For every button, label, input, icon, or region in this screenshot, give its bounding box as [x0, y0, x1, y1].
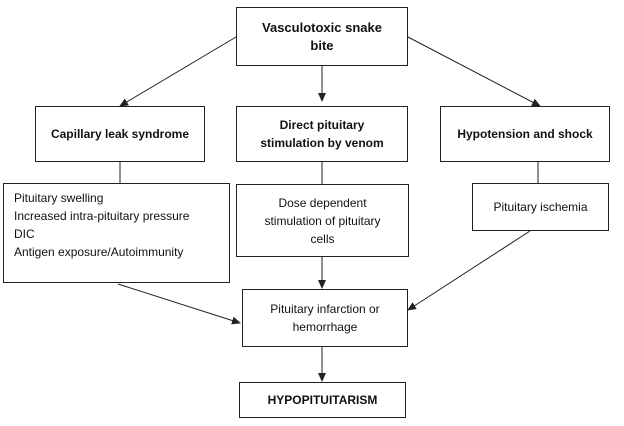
effect-item-autoimmunity: Antigen exposure/Autoimmunity	[14, 245, 184, 259]
node-dose-dependent-line-3: cells	[310, 231, 335, 246]
node-hypopituitarism-label: HYPOPITUITARISM	[267, 393, 378, 407]
arrow-root-to-hypotension	[407, 36, 541, 107]
effect-item-dic: DIC	[14, 227, 35, 241]
node-dose-dependent: Dose dependent stimulation of pituitary …	[236, 184, 409, 257]
arrow-ischemia-to-infarction	[407, 230, 531, 311]
node-infarction-line-1: Pituitary infarction or	[270, 302, 380, 316]
node-hypotension-shock: Hypotension and shock	[440, 106, 610, 162]
arrow-effects-to-infarction	[117, 283, 241, 325]
node-capillary-leak-label: Capillary leak syndrome	[50, 127, 190, 141]
node-direct-stimulation-line-1: Direct pituitary	[279, 118, 365, 132]
node-pituitary-ischemia: Pituitary ischemia	[472, 183, 609, 231]
node-hypopituitarism: HYPOPITUITARISM	[239, 382, 406, 418]
node-snake-bite-line-1: Vasculotoxic snake	[262, 19, 382, 35]
node-dose-dependent-line-2: stimulation of pituitary	[264, 213, 381, 228]
node-infarction-hemorrhage: Pituitary infarction or hemorrhage	[242, 289, 408, 347]
node-capillary-effects: Pituitary swelling Increased intra-pitui…	[3, 183, 230, 283]
node-direct-stimulation: Direct pituitary stimulation by venom	[236, 106, 408, 162]
node-infarction-line-2: hemorrhage	[292, 320, 358, 334]
node-capillary-leak: Capillary leak syndrome	[35, 106, 205, 162]
arrow-root-to-capillary	[119, 36, 237, 107]
node-snake-bite: Vasculotoxic snake bite	[236, 7, 408, 66]
node-dose-dependent-line-1: Dose dependent	[278, 195, 367, 210]
effect-item-swelling: Pituitary swelling	[14, 191, 104, 205]
node-hypotension-shock-label: Hypotension and shock	[457, 127, 593, 141]
node-pituitary-ischemia-label: Pituitary ischemia	[493, 200, 588, 214]
node-snake-bite-line-2: bite	[310, 37, 334, 53]
effect-item-pressure: Increased intra-pituitary pressure	[14, 209, 190, 223]
node-direct-stimulation-line-2: stimulation by venom	[260, 136, 384, 150]
